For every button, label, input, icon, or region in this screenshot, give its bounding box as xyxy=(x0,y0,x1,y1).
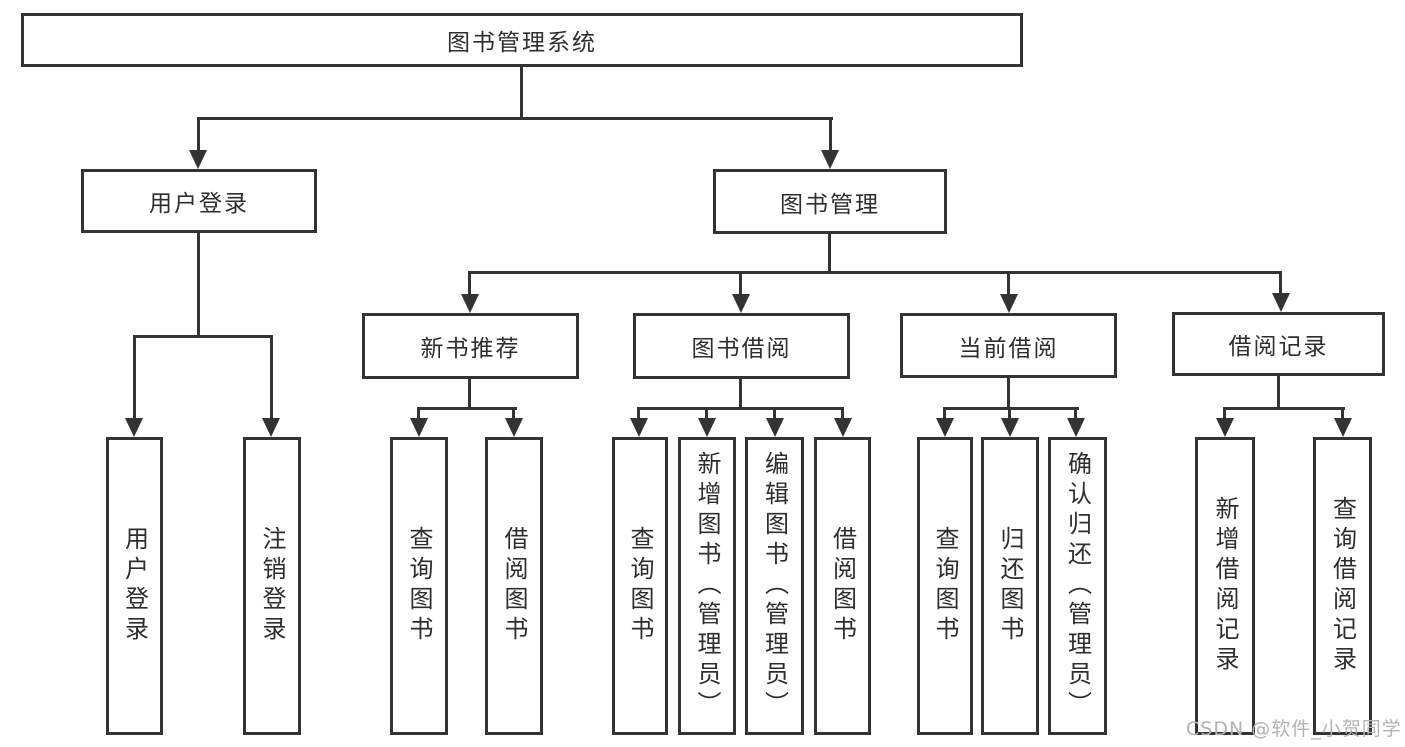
leaf-borrow-books-recommend: 借阅图书 xyxy=(485,437,543,735)
connector-hline xyxy=(133,335,273,338)
connector-vline xyxy=(270,335,273,421)
connector-vline xyxy=(739,271,742,297)
connector-hline xyxy=(417,407,517,410)
leaf-query-books-current: 查询图书 xyxy=(917,437,973,735)
connector-hline xyxy=(637,407,844,410)
arrow-down-icon xyxy=(1334,418,1352,437)
connector-vline xyxy=(1341,407,1344,421)
watermark: CSDN @软件_小贺同学 xyxy=(1186,718,1402,740)
leaf-add-borrow-record: 新增借阅记录 xyxy=(1195,437,1255,735)
leaf-edit-book-admin: 编辑图书（管理员） xyxy=(745,437,804,735)
arrow-down-icon xyxy=(1272,293,1290,312)
connector-vline xyxy=(1223,407,1226,421)
arrow-down-icon xyxy=(698,418,716,437)
arrow-down-icon xyxy=(834,418,852,437)
arrow-down-icon xyxy=(630,418,648,437)
node-new-book-recommend: 新书推荐 xyxy=(362,313,579,379)
leaf-query-books-recommend: 查询图书 xyxy=(390,437,448,735)
connector-vline xyxy=(133,335,136,421)
arrow-down-icon xyxy=(410,418,428,437)
leaf-borrow-books: 借阅图书 xyxy=(814,437,871,735)
leaf-logout: 注销登录 xyxy=(243,437,301,735)
leaf-user-login: 用户登录 xyxy=(106,437,163,735)
connector-vline xyxy=(637,407,640,421)
node-book-management: 图书管理 xyxy=(713,169,947,234)
connector-vline xyxy=(512,407,515,421)
connector-vline xyxy=(828,234,831,274)
connector-vline xyxy=(468,271,471,297)
leaf-return-book: 归还图书 xyxy=(981,437,1039,735)
connector-hline xyxy=(468,271,1282,274)
leaf-add-book-admin: 新增图书（管理员） xyxy=(678,437,736,735)
arrow-down-icon xyxy=(1001,418,1019,437)
connector-vline xyxy=(197,233,200,337)
connector-vline xyxy=(829,117,832,153)
connector-hline xyxy=(943,407,1079,410)
connector-hline xyxy=(197,117,833,120)
connector-vline xyxy=(841,407,844,421)
node-user-login: 用户登录 xyxy=(81,169,317,233)
connector-vline xyxy=(705,407,708,421)
connector-hline xyxy=(1223,407,1345,410)
connector-vline xyxy=(1279,271,1282,297)
arrow-down-icon xyxy=(262,418,280,437)
connector-vline xyxy=(1008,407,1011,421)
arrow-down-icon xyxy=(189,150,207,169)
node-book-borrowing: 图书借阅 xyxy=(633,313,850,379)
leaf-query-books-borrowing: 查询图书 xyxy=(612,437,668,735)
node-library-system: 图书管理系统 xyxy=(21,13,1023,67)
connector-vline xyxy=(739,379,742,410)
connector-vline xyxy=(520,66,523,118)
arrow-down-icon xyxy=(1216,418,1234,437)
arrow-down-icon xyxy=(125,418,143,437)
arrow-down-icon xyxy=(1067,418,1085,437)
leaf-confirm-return-admin: 确认归还（管理员） xyxy=(1048,437,1107,735)
connector-vline xyxy=(773,407,776,421)
connector-vline xyxy=(943,407,946,421)
node-current-borrowing: 当前借阅 xyxy=(900,313,1117,378)
arrow-down-icon xyxy=(936,418,954,437)
arrow-down-icon xyxy=(505,418,523,437)
arrow-down-icon xyxy=(766,418,784,437)
connector-vline xyxy=(197,117,200,153)
connector-vline xyxy=(1007,378,1010,410)
node-borrowing-records: 借阅记录 xyxy=(1172,312,1385,376)
connector-vline xyxy=(1007,271,1010,297)
connector-vline xyxy=(468,379,471,410)
connector-vline xyxy=(1074,407,1077,421)
connector-vline xyxy=(1277,376,1280,410)
arrow-down-icon xyxy=(821,150,839,169)
leaf-query-borrow-record: 查询借阅记录 xyxy=(1313,437,1372,735)
arrow-down-icon xyxy=(732,294,750,313)
arrow-down-icon xyxy=(461,294,479,313)
arrow-down-icon xyxy=(1000,294,1018,313)
connector-vline xyxy=(417,407,420,421)
